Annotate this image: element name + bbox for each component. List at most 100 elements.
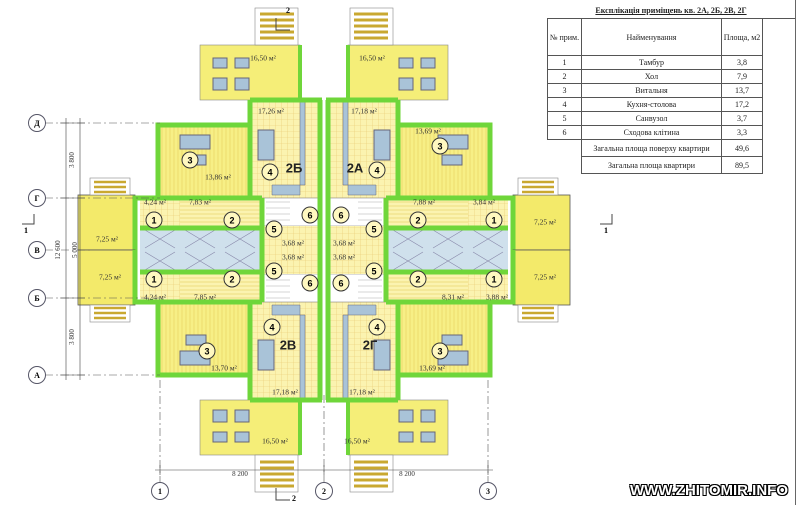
grid-axis-row-marker: А bbox=[28, 366, 46, 384]
room-area-label: 13,69 м² bbox=[419, 363, 445, 373]
room-area-label: 7,25 м² bbox=[96, 234, 118, 244]
row-area: 17,2 bbox=[721, 97, 763, 112]
room-number-marker: 4 bbox=[368, 161, 386, 179]
grid-axis-col-marker: 2 bbox=[315, 482, 333, 500]
row-name: Кухня-столова bbox=[581, 97, 722, 112]
row-num: 6 bbox=[547, 125, 582, 140]
row-name: Витальня bbox=[581, 83, 722, 98]
row-num: 2 bbox=[547, 69, 582, 84]
room-number-marker: 3 bbox=[181, 151, 199, 169]
header-name: Найменування bbox=[581, 18, 722, 56]
room-area-label: 17,26 м² bbox=[258, 106, 284, 116]
room-area-label: 16,50 м² bbox=[262, 436, 288, 446]
room-number-marker: 4 bbox=[368, 318, 386, 336]
room-area-label: 17,18 м² bbox=[351, 106, 377, 116]
room-area-label: 16,50 м² bbox=[359, 53, 385, 63]
section-mark-top: 2 bbox=[286, 6, 290, 15]
dimension-mid: 5 000 bbox=[71, 242, 79, 258]
room-area-label: 7,85 м² bbox=[194, 292, 216, 302]
room-area-label: 17,18 м² bbox=[349, 387, 375, 397]
total-name: Загальна площа квартири bbox=[581, 156, 722, 174]
room-area-label: 3,88 м² bbox=[486, 292, 508, 302]
room-number-marker: 5 bbox=[265, 262, 283, 280]
room-number-marker: 1 bbox=[145, 270, 163, 288]
row-area: 3,3 bbox=[721, 125, 763, 140]
header-area: Площа, м2 bbox=[721, 18, 763, 56]
table-title: Експлікація приміщень кв. 2А, 2Б, 2В, 2Г bbox=[595, 6, 747, 15]
grid-axis-row-marker: Д bbox=[28, 114, 46, 132]
room-area-label: 13,86 м² bbox=[205, 172, 231, 182]
room-number-marker: 5 bbox=[365, 220, 383, 238]
room-schedule-table: Експлікація приміщень кв. 2А, 2Б, 2В, 2Г… bbox=[547, 4, 795, 174]
row-area: 13,7 bbox=[721, 83, 763, 98]
room-number-marker: 5 bbox=[265, 220, 283, 238]
header-num: № прим. bbox=[547, 18, 582, 56]
room-area-label: 7,25 м² bbox=[99, 272, 121, 282]
room-area-label: 17,18 м² bbox=[272, 387, 298, 397]
room-area-label: 7,88 м² bbox=[413, 197, 435, 207]
room-number-marker: 6 bbox=[301, 206, 319, 224]
row-area: 7,9 bbox=[721, 69, 763, 84]
grid-axis-col-marker: 3 bbox=[479, 482, 497, 500]
grid-axis-col-marker: 1 bbox=[151, 482, 169, 500]
room-area-label: 13,70 м² bbox=[211, 363, 237, 373]
room-area-label: 3,68 м² bbox=[333, 238, 355, 248]
apartment-label: 2В bbox=[279, 337, 297, 353]
section-mark-bottom: 2 bbox=[292, 494, 296, 503]
room-area-label: 3,68 м² bbox=[333, 252, 355, 262]
row-name: Санвузол bbox=[581, 111, 722, 126]
grid-axis-row-marker: Б bbox=[28, 289, 46, 307]
room-number-marker: 1 bbox=[145, 211, 163, 229]
room-number-marker: 1 bbox=[485, 211, 503, 229]
total-name: Загальна площа поверху квартири bbox=[581, 139, 722, 157]
room-area-label: 3,84 м² bbox=[473, 197, 495, 207]
room-number-marker: 4 bbox=[263, 318, 281, 336]
room-area-label: 7,25 м² bbox=[534, 217, 556, 227]
room-area-label: 4,24 м² bbox=[144, 292, 166, 302]
room-number-marker: 2 bbox=[223, 270, 241, 288]
room-area-label: 4,24 м² bbox=[144, 197, 166, 207]
table-header-row: № прим. Найменування Площа, м2 bbox=[547, 18, 795, 56]
room-number-marker: 6 bbox=[332, 206, 350, 224]
room-number-marker: 6 bbox=[332, 274, 350, 292]
dimension-3800-bottom: 3 800 bbox=[68, 329, 76, 345]
apartment-label: 2Г bbox=[362, 337, 378, 353]
room-area-label: 3,68 м² bbox=[282, 252, 304, 262]
dimension-3800-top: 3 800 bbox=[68, 152, 76, 168]
apartment-label: 2Б bbox=[285, 160, 303, 176]
room-area-label: 16,50 м² bbox=[344, 436, 370, 446]
row-name: Хол bbox=[581, 69, 722, 84]
room-area-label: 13,69 м² bbox=[415, 126, 441, 136]
room-number-marker: 5 bbox=[365, 262, 383, 280]
row-area: 3,8 bbox=[721, 55, 763, 70]
apartment-label: 2А bbox=[346, 160, 364, 176]
watermark: WWW.ZHITOMIR.INFO bbox=[629, 482, 788, 499]
room-number-marker: 2 bbox=[223, 211, 241, 229]
room-area-label: 7,83 м² bbox=[189, 197, 211, 207]
grid-axis-row-marker: Г bbox=[28, 189, 46, 207]
dimension-width-right: 8 200 bbox=[399, 470, 415, 478]
dimension-lines bbox=[22, 18, 613, 501]
room-number-marker: 2 bbox=[409, 270, 427, 288]
section-mark-left: 1 bbox=[24, 226, 28, 235]
row-num: 3 bbox=[547, 83, 582, 98]
grid-axis-row-marker: В bbox=[28, 241, 46, 259]
row-num: 5 bbox=[547, 111, 582, 126]
room-number-marker: 3 bbox=[431, 342, 449, 360]
row-name: Сходова клітина bbox=[581, 125, 722, 140]
dimension-width-left: 8 200 bbox=[232, 470, 248, 478]
room-area-label: 7,25 м² bbox=[534, 272, 556, 282]
room-number-marker: 4 bbox=[261, 163, 279, 181]
room-number-marker: 3 bbox=[198, 342, 216, 360]
room-number-marker: 6 bbox=[301, 274, 319, 292]
room-number-marker: 1 bbox=[485, 270, 503, 288]
dimension-total: 12 600 bbox=[54, 240, 62, 260]
